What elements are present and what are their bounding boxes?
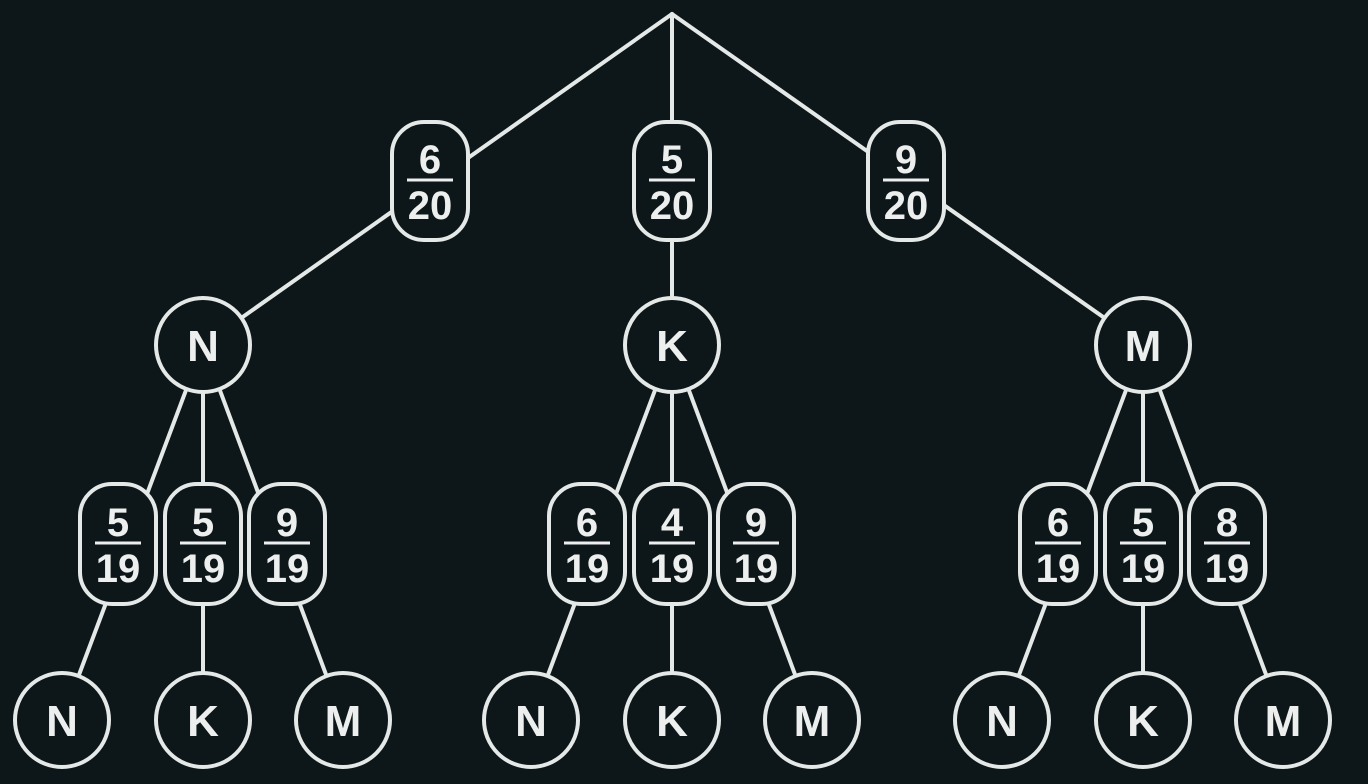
node-label: M xyxy=(1125,322,1162,371)
probability-denominator: 19 xyxy=(1121,547,1166,591)
probability-numerator: 6 xyxy=(419,138,441,182)
fraction-bar xyxy=(733,541,779,545)
node-circle xyxy=(1234,671,1332,769)
fraction-bar xyxy=(1204,541,1250,545)
probability-denominator: 20 xyxy=(408,184,453,228)
node-label: N xyxy=(46,697,78,746)
mid-node: M xyxy=(1094,296,1192,394)
probability-pill-level2: 919 xyxy=(716,482,796,606)
node-label: N xyxy=(986,697,1018,746)
mid-node: K xyxy=(623,296,721,394)
leaf-node: N xyxy=(13,671,111,769)
fraction-bar xyxy=(95,541,141,545)
probability-pill-level2: 919 xyxy=(247,482,327,606)
probability-denominator: 19 xyxy=(650,547,695,591)
leaf-node: K xyxy=(623,671,721,769)
probability-denominator: 20 xyxy=(884,184,929,228)
probability-denominator: 19 xyxy=(1205,547,1250,591)
probability-numerator: 5 xyxy=(107,501,129,545)
probability-numerator: 5 xyxy=(1132,501,1154,545)
mid-node: N xyxy=(154,296,252,394)
probability-pill-level2: 419 xyxy=(632,482,712,606)
node-circle xyxy=(154,671,252,769)
probability-numerator: 9 xyxy=(745,501,767,545)
probability-denominator: 20 xyxy=(650,184,695,228)
leaf-node: M xyxy=(763,671,861,769)
probability-numerator: 9 xyxy=(276,501,298,545)
probability-numerator: 8 xyxy=(1216,501,1238,545)
node-circle xyxy=(294,671,392,769)
leaf-node: K xyxy=(154,671,252,769)
probability-pill-level2: 519 xyxy=(163,482,243,606)
fraction-bar xyxy=(883,178,929,182)
node-circle xyxy=(1094,296,1192,394)
probability-pill-level2: 819 xyxy=(1187,482,1267,606)
node-label: K xyxy=(656,697,688,746)
node-label: M xyxy=(1265,697,1302,746)
fraction-bar xyxy=(564,541,610,545)
probability-denominator: 19 xyxy=(734,547,779,591)
node-label: K xyxy=(656,322,688,371)
fraction-bar xyxy=(1120,541,1166,545)
node-label: N xyxy=(187,322,219,371)
probability-pill-level1: 920 xyxy=(866,120,946,242)
fraction-bar xyxy=(649,178,695,182)
node-label: K xyxy=(187,697,219,746)
leaf-node: N xyxy=(953,671,1051,769)
probability-numerator: 6 xyxy=(1047,501,1069,545)
node-circle xyxy=(763,671,861,769)
node-label: N xyxy=(515,697,547,746)
probability-denominator: 19 xyxy=(265,547,310,591)
node-circle xyxy=(482,671,580,769)
node-circle xyxy=(953,671,1051,769)
probability-numerator: 5 xyxy=(661,138,683,182)
node-circle xyxy=(13,671,111,769)
leaf-node: M xyxy=(294,671,392,769)
node-circle xyxy=(154,296,252,394)
probability-pill-level1: 620 xyxy=(390,120,470,242)
fraction-bar xyxy=(1035,541,1081,545)
fraction-bar xyxy=(264,541,310,545)
probability-pill-level2: 519 xyxy=(78,482,158,606)
node-label: M xyxy=(794,697,831,746)
probability-denominator: 19 xyxy=(181,547,226,591)
leaf-node: K xyxy=(1094,671,1192,769)
probability-numerator: 9 xyxy=(895,138,917,182)
fraction-bar xyxy=(407,178,453,182)
probability-pill-level2: 519 xyxy=(1103,482,1183,606)
fraction-bar xyxy=(180,541,226,545)
leaf-node: N xyxy=(482,671,580,769)
node-label: M xyxy=(325,697,362,746)
probability-numerator: 6 xyxy=(576,501,598,545)
probability-denominator: 19 xyxy=(96,547,141,591)
node-circle xyxy=(623,671,721,769)
probability-numerator: 4 xyxy=(661,501,684,545)
node-label: K xyxy=(1127,697,1159,746)
node-circle xyxy=(623,296,721,394)
probability-denominator: 19 xyxy=(1036,547,1081,591)
leaf-node: M xyxy=(1234,671,1332,769)
probability-denominator: 19 xyxy=(565,547,610,591)
probability-numerator: 5 xyxy=(192,501,214,545)
probability-pill-level2: 619 xyxy=(547,482,627,606)
node-circle xyxy=(1094,671,1192,769)
probability-pill-level2: 619 xyxy=(1018,482,1098,606)
fraction-bar xyxy=(649,541,695,545)
probability-pill-level1: 520 xyxy=(632,120,712,242)
